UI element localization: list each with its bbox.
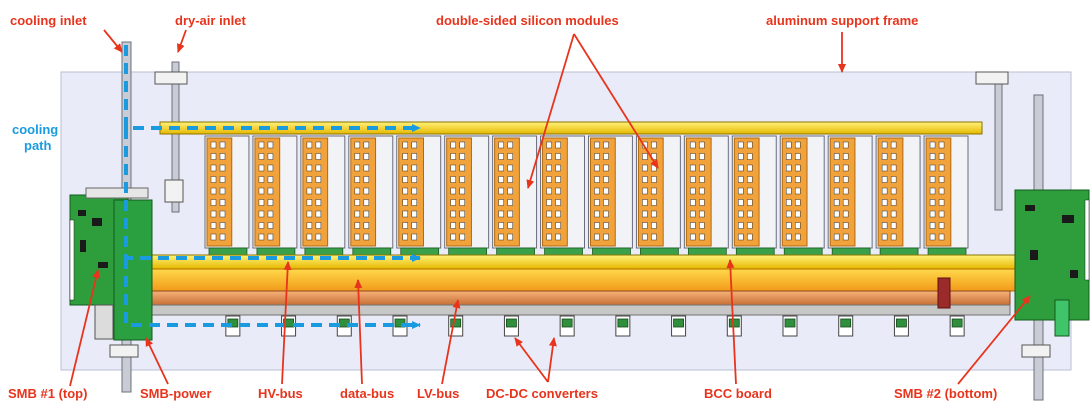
label-smb-power: SMB-power: [140, 386, 212, 401]
label-aluminum-frame: aluminum support frame: [766, 13, 918, 28]
lv-bus-rail: [149, 290, 1011, 306]
label-cooling-path-1: cooling: [12, 122, 58, 137]
smb-power-board: [113, 199, 153, 341]
label-double-sided-modules: double-sided silicon modules: [436, 13, 619, 28]
dc-dc-converter: [782, 315, 798, 337]
silicon-module: [635, 135, 681, 257]
label-bcc-board: BCC board: [704, 386, 772, 401]
silicon-module: [396, 135, 442, 257]
dc-dc-converter: [503, 315, 519, 337]
silicon-module: [731, 135, 777, 257]
data-bus-rail: [144, 268, 1016, 292]
silicon-module: [923, 135, 969, 257]
label-dry-air-inlet: dry-air inlet: [175, 13, 246, 28]
silicon-module: [540, 135, 585, 257]
label-cooling-inlet: cooling inlet: [10, 13, 87, 28]
silicon-modules: [204, 135, 969, 257]
callout-labels: cooling inlet dry-air inlet double-sided…: [8, 13, 997, 401]
dc-dc-converter: [949, 315, 965, 337]
silicon-module: [348, 135, 394, 257]
silicon-module: [204, 135, 250, 257]
label-cooling-path-2: path: [24, 138, 52, 153]
silicon-module: [492, 135, 538, 257]
dc-dc-converter: [893, 315, 909, 337]
label-data-bus: data-bus: [340, 386, 394, 401]
silicon-module: [444, 135, 490, 257]
silicon-module: [827, 135, 873, 257]
dc-dc-converter: [559, 315, 575, 337]
smb-chips: [69, 199, 1090, 301]
smb1-connector-row: [85, 187, 149, 199]
silicon-module: [779, 135, 825, 257]
callout-arrows: [69, 29, 1031, 387]
silicon-module: [875, 135, 921, 257]
label-dcdc: DC-DC converters: [486, 386, 598, 401]
bcc-strip: [149, 304, 1011, 316]
label-smb1: SMB #1 (top): [8, 386, 87, 401]
label-lv-bus: LV-bus: [417, 386, 459, 401]
cooling-path: [124, 45, 421, 329]
silicon-module: [300, 135, 346, 257]
silicon-module: [683, 135, 729, 257]
label-smb2: SMB #2 (bottom): [894, 386, 997, 401]
label-hv-bus: HV-bus: [258, 386, 303, 401]
bcc-chip: [937, 277, 951, 309]
dc-dc-converter: [615, 315, 631, 337]
dc-dc-converters: [225, 315, 965, 337]
smb1-connector: [94, 304, 114, 340]
dc-dc-converter: [838, 315, 854, 337]
silicon-module: [588, 135, 633, 257]
dc-dc-converter: [671, 315, 687, 337]
smb2-connector: [1054, 299, 1070, 337]
silicon-module: [252, 135, 298, 257]
